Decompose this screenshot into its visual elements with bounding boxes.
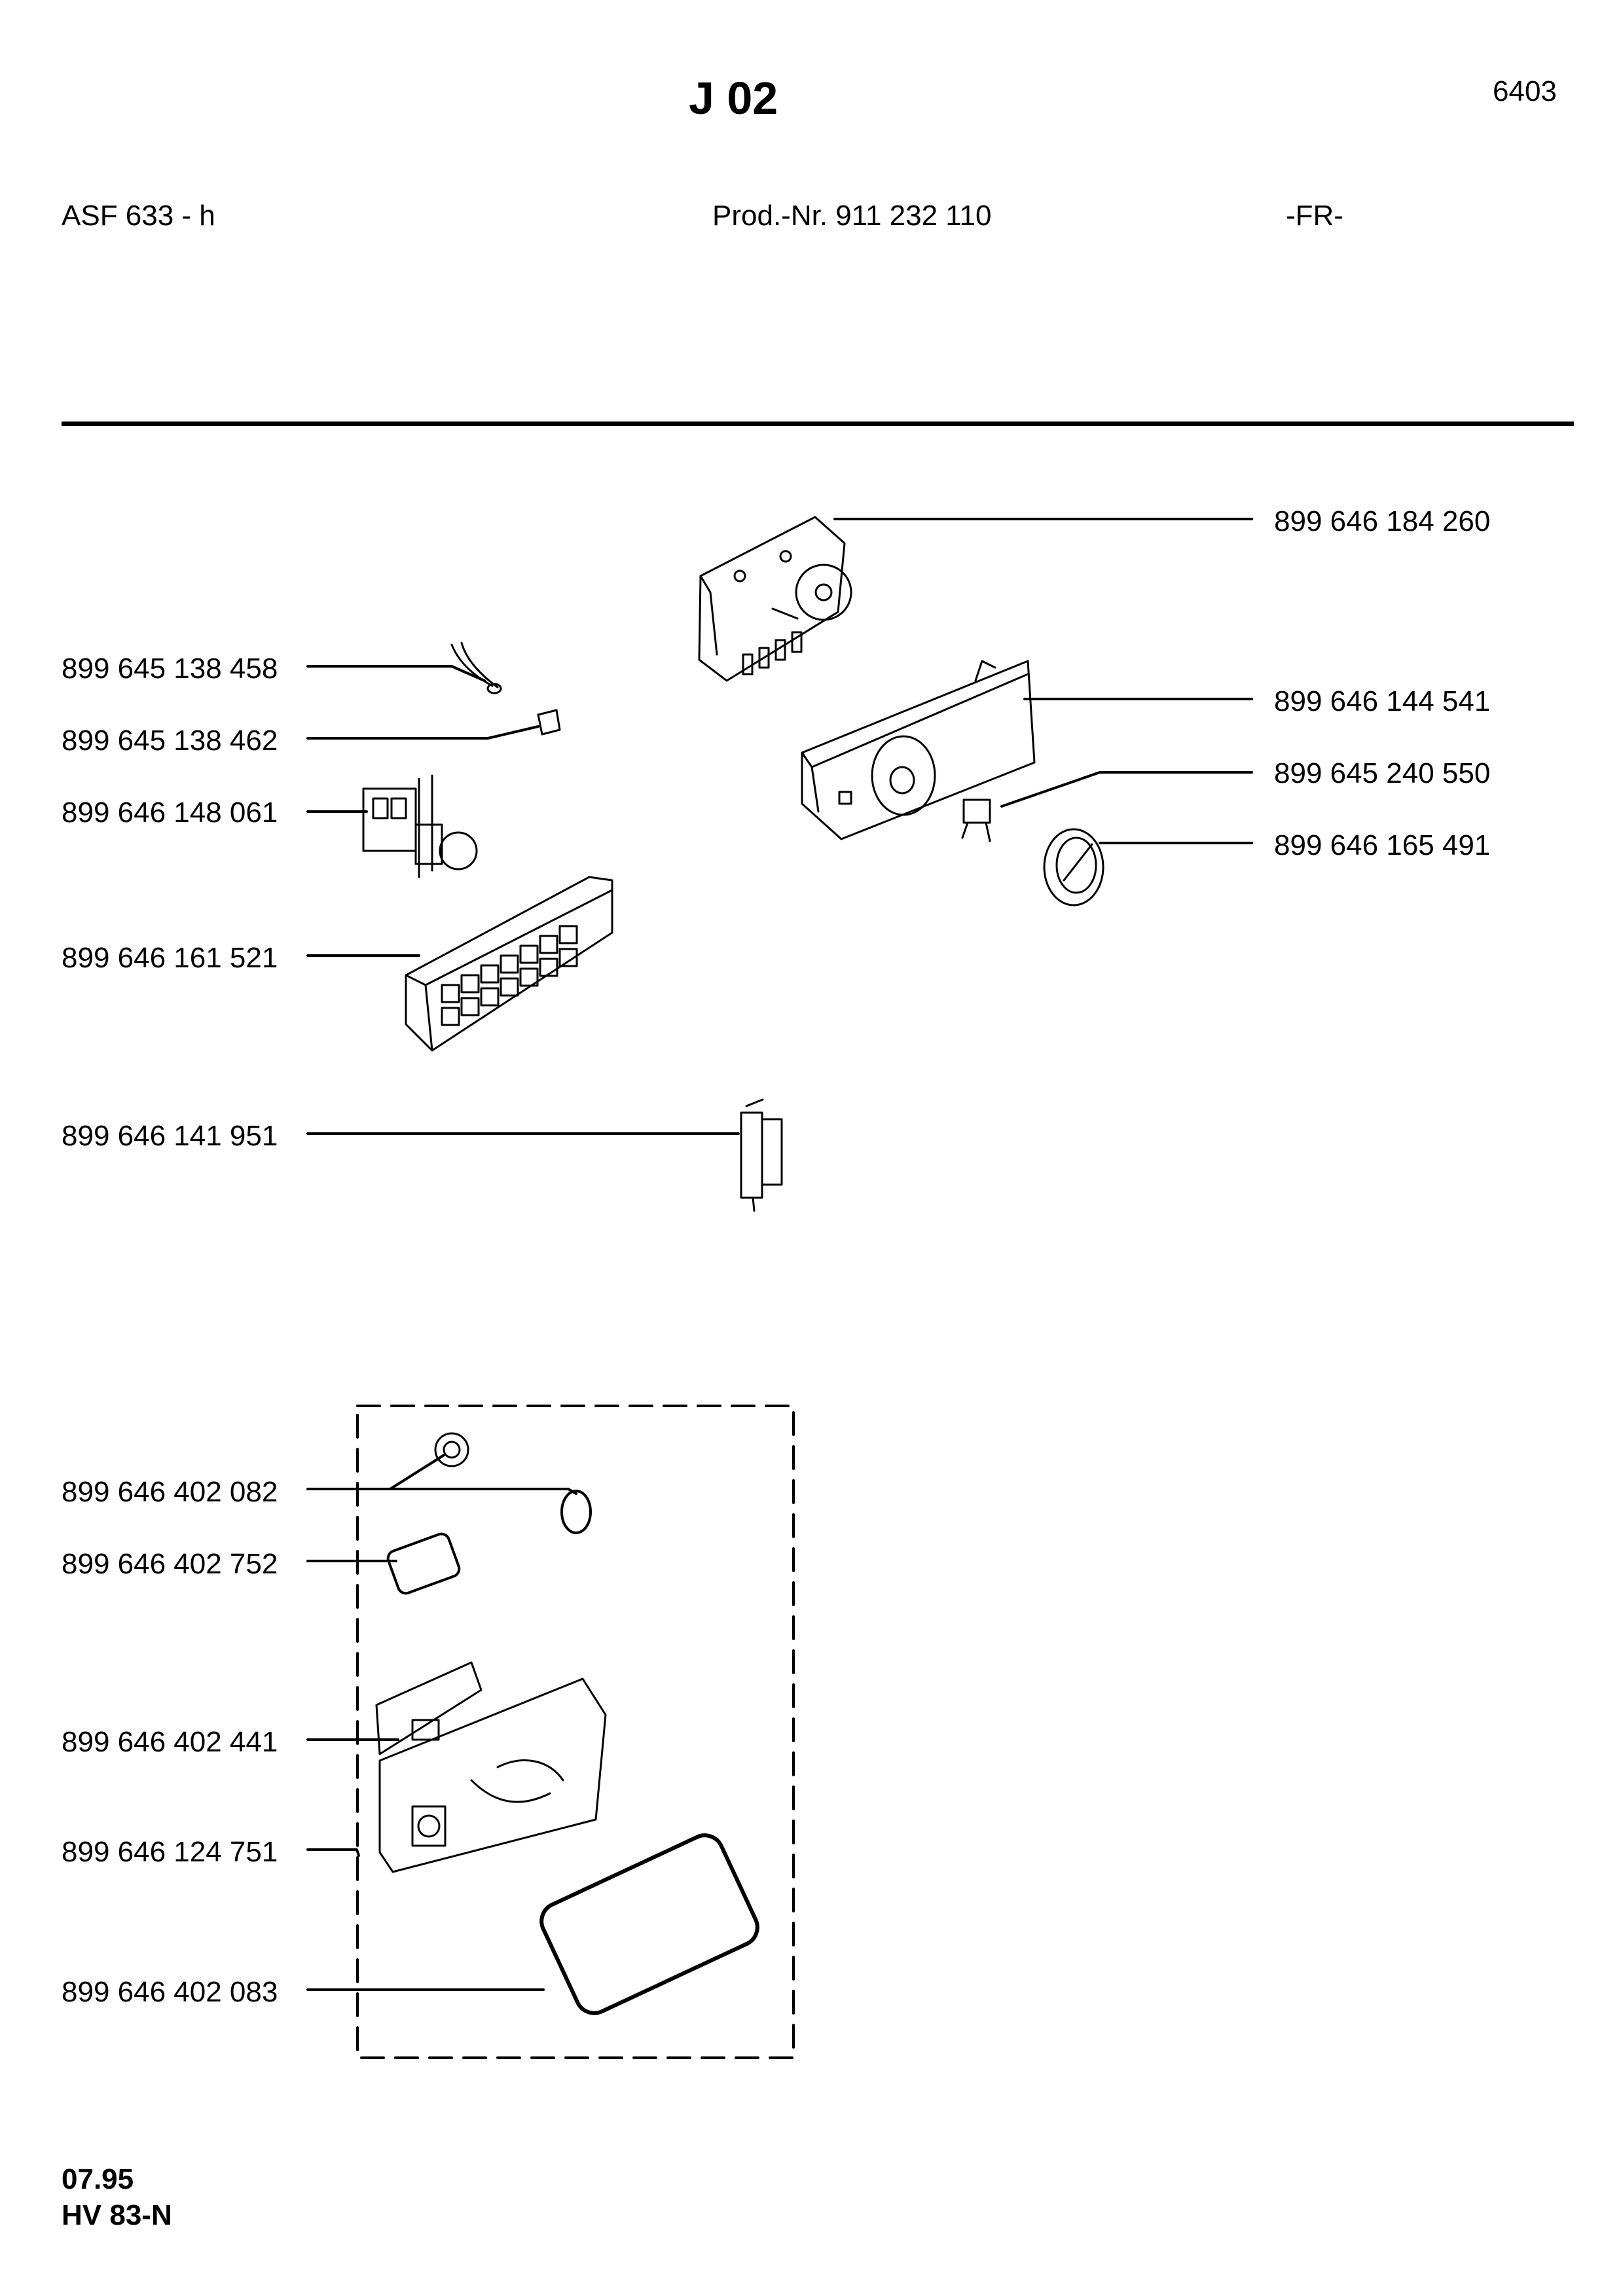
- page-number: 6403: [1493, 75, 1557, 107]
- part-number-p12: 899 646 402 441: [62, 1726, 278, 1758]
- switch-assembly-illustration: [362, 774, 478, 878]
- country-label: -FR-: [1286, 200, 1343, 232]
- part-number-p8: 899 646 161 521: [62, 942, 278, 974]
- o-ring-illustration: [560, 1490, 592, 1534]
- leader-line-p10a: [306, 1453, 447, 1490]
- part-number-p9: 899 646 141 951: [62, 1120, 278, 1152]
- part-number-p11: 899 646 402 752: [62, 1548, 278, 1580]
- button-panel-illustration: [405, 876, 613, 1052]
- leader-lines: [306, 518, 1253, 1991]
- leader-line-p5: [1000, 771, 1253, 808]
- model-label: ASF 633 - h: [62, 200, 215, 232]
- program-timer-illustration: [698, 516, 852, 682]
- knob-illustration: [1043, 828, 1104, 906]
- part-number-p6: 899 646 148 061: [62, 797, 278, 829]
- small-block-illustration: [537, 709, 561, 736]
- leader-line-p2: [306, 665, 486, 682]
- part-number-p4: 899 645 138 462: [62, 725, 278, 757]
- kit-boundary-box: [356, 1405, 795, 2059]
- leader-line-p13: [306, 1848, 360, 1857]
- small-switch-illustration: [961, 798, 991, 842]
- part-number-p7: 899 646 165 491: [1274, 829, 1491, 861]
- part-number-p13: 899 646 124 751: [62, 1836, 278, 1868]
- part-number-p2: 899 645 138 458: [62, 653, 278, 685]
- door-switch-illustration: [740, 1098, 783, 1212]
- footer-date: 07.95: [62, 2163, 134, 2195]
- footer-code: HV 83-N: [62, 2199, 172, 2231]
- leader-line-p4: [306, 725, 539, 740]
- page-title: J 02: [689, 73, 778, 124]
- valve-cap-illustration: [434, 1432, 469, 1467]
- part-number-p1: 899 646 184 260: [1274, 505, 1491, 537]
- wire-sensor-illustration: [450, 641, 502, 694]
- part-number-p14: 899 646 402 083: [62, 1976, 278, 2008]
- product-number-label: Prod.-Nr. 911 232 110: [712, 200, 992, 232]
- button-grid: [441, 925, 578, 1026]
- gasket-small-illustration: [386, 1532, 461, 1595]
- control-panel-right-illustration: [801, 660, 1036, 840]
- leader-line-p10b: [389, 1488, 577, 1495]
- part-number-p5: 899 645 240 550: [1274, 757, 1491, 789]
- door-seal-illustration: [539, 1833, 759, 2015]
- dispenser-unit-illustration: [375, 1661, 607, 1873]
- part-number-p10: 899 646 402 082: [62, 1476, 278, 1508]
- header-divider: [62, 422, 1574, 426]
- part-number-p3: 899 646 144 541: [1274, 685, 1491, 717]
